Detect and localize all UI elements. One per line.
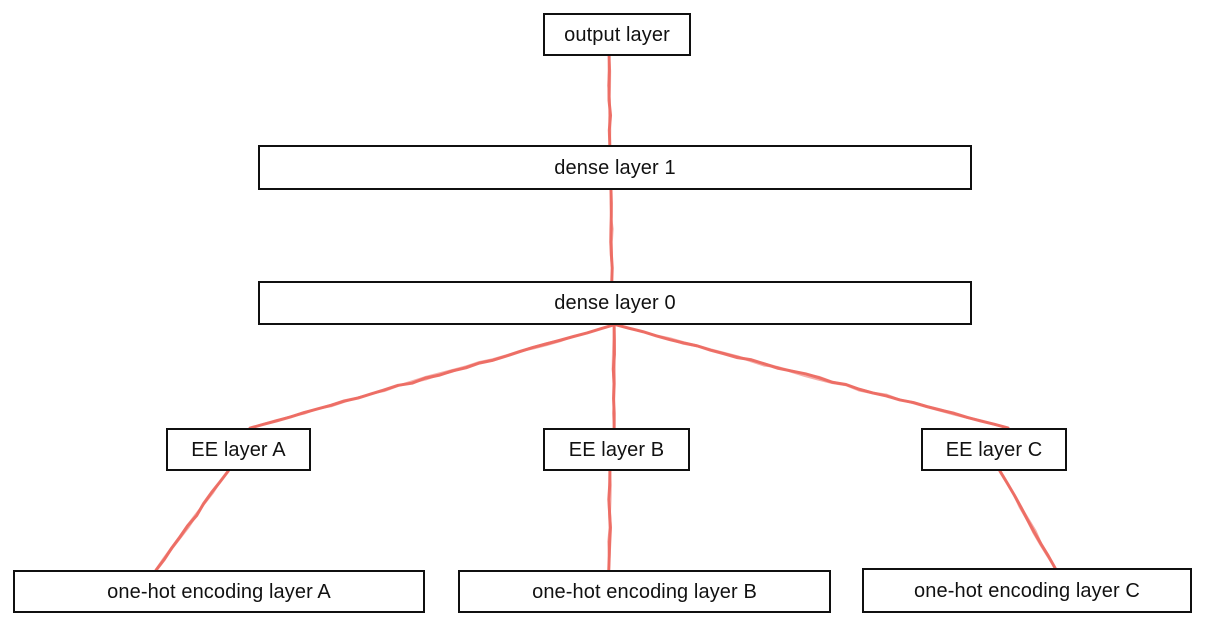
edge-dense0-to-dense1 (609, 189, 614, 282)
edge-onehot_b-to-ee_b (607, 470, 612, 571)
node-label-output: output layer (564, 23, 670, 46)
node-onehot_a[interactable]: one-hot encoding layer A (13, 570, 425, 613)
edge-dense0-to-dense1 (609, 188, 614, 283)
edge-ee_a-to-dense0 (248, 323, 616, 430)
edge-ee_c-to-dense0 (614, 323, 1010, 430)
edge-onehot_c-to-ee_c (999, 469, 1057, 569)
node-ee_c[interactable]: EE layer C (921, 428, 1067, 471)
node-label-onehot_a: one-hot encoding layer A (107, 580, 331, 603)
edge-ee_c-to-dense0 (615, 323, 1010, 429)
node-onehot_c[interactable]: one-hot encoding layer C (862, 568, 1192, 613)
node-ee_b[interactable]: EE layer B (543, 428, 690, 471)
edge-dense0-to-dense1 (609, 189, 614, 282)
edge-ee_a-to-dense0 (249, 323, 615, 430)
node-output[interactable]: output layer (543, 13, 691, 56)
edge-onehot_a-to-ee_a (154, 469, 230, 572)
edge-ee_b-to-dense0 (611, 323, 616, 430)
node-label-dense1: dense layer 1 (554, 156, 676, 179)
edge-onehot_c-to-ee_c (999, 470, 1056, 570)
node-label-dense0: dense layer 0 (554, 292, 676, 314)
edge-dense1-to-output (607, 54, 613, 147)
node-dense0[interactable]: dense layer 0 (258, 281, 972, 325)
edge-ee_c-to-dense0 (614, 324, 1010, 429)
edge-dense1-to-output (607, 55, 611, 146)
node-label-ee_a: EE layer A (191, 438, 286, 461)
edge-onehot_a-to-ee_a (155, 470, 230, 572)
edge-ee_b-to-dense0 (612, 324, 616, 429)
node-onehot_b[interactable]: one-hot encoding layer B (458, 570, 831, 613)
edge-ee_a-to-dense0 (248, 323, 615, 429)
node-label-ee_b: EE layer B (568, 438, 665, 461)
node-dense1[interactable]: dense layer 1 (258, 145, 972, 190)
edge-ee_b-to-dense0 (611, 324, 616, 429)
node-label-onehot_c: one-hot encoding layer C (914, 579, 1140, 602)
edge-onehot_a-to-ee_a (154, 469, 229, 571)
edge-onehot_b-to-ee_b (607, 469, 612, 572)
edge-onehot_b-to-ee_b (607, 470, 612, 571)
node-ee_a[interactable]: EE layer A (166, 428, 311, 471)
node-label-ee_c: EE layer C (945, 438, 1043, 461)
edge-onehot_c-to-ee_c (998, 469, 1057, 570)
edge-dense1-to-output (608, 55, 612, 146)
node-label-onehot_b: one-hot encoding layer B (532, 580, 757, 603)
